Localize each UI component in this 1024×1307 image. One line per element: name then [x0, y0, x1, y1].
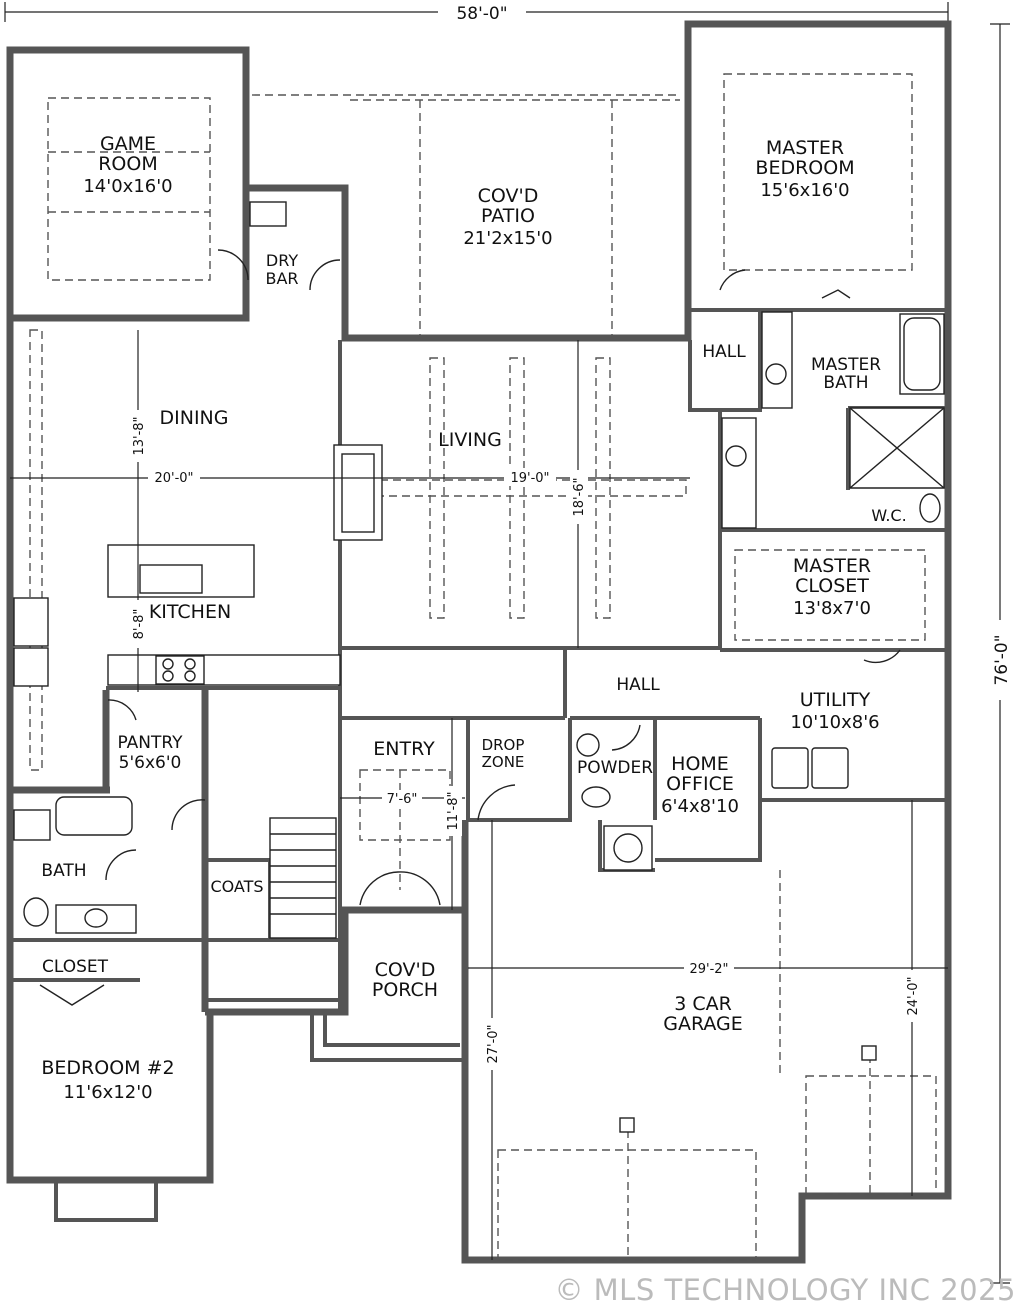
bath-label: BATH — [41, 861, 86, 881]
dry-bar-label-1: DRY — [266, 251, 298, 270]
dining-label: DINING — [160, 407, 229, 429]
drop-zone-label-1: DROP — [482, 736, 525, 754]
master-closet-label-2: CLOSET — [795, 575, 869, 597]
bedroom2-label: BEDROOM #2 — [41, 1057, 174, 1079]
garage-depth-right-label: 24'-0" — [906, 976, 921, 1015]
ceiling-lines — [29, 73, 937, 1261]
entry-width-label: 7'-6" — [387, 792, 418, 807]
powder-label: POWDER — [577, 758, 653, 778]
room-labels: GAME ROOM 14'0x16'0 COV'D PATIO 21'2x15'… — [41, 133, 906, 1103]
overall-depth-label: 76'-0" — [992, 634, 1012, 685]
sink-icon — [139, 564, 203, 594]
garage-label-2: GARAGE — [663, 1013, 743, 1035]
living-label: LIVING — [438, 429, 502, 451]
master-closet-size: 13'8x7'0 — [793, 598, 871, 619]
master-bedroom-size: 15'6x16'0 — [760, 180, 849, 201]
coats-label: COATS — [210, 877, 263, 896]
watermark: © MLS TECHNOLOGY INC 2025 — [554, 1273, 1016, 1307]
dryer-icon — [811, 747, 849, 789]
bedroom2-size: 11'6x12'0 — [63, 1082, 152, 1103]
garage-depth-left-label: 27'-0" — [486, 1024, 501, 1063]
sink-icon — [84, 908, 108, 928]
oven-icon — [13, 647, 49, 687]
dining-depth-label: 13'-8" — [132, 416, 147, 455]
home-office-size: 6'4x8'10 — [661, 796, 739, 817]
pantry-label: PANTRY — [117, 733, 183, 753]
pantry-size: 5'6x6'0 — [119, 753, 182, 773]
home-office-label-2: OFFICE — [666, 773, 734, 795]
game-room-size: 14'0x16'0 — [83, 176, 172, 197]
sink-icon — [765, 363, 787, 385]
game-room-label-1: GAME — [100, 133, 156, 155]
stairs-icon — [269, 817, 337, 939]
range-icon — [155, 655, 205, 685]
master-closet-label-1: MASTER — [793, 555, 871, 577]
garage-width-label: 29'-2" — [689, 962, 728, 977]
refrigerator-icon — [13, 597, 49, 647]
master-bedroom-label-1: MASTER — [766, 137, 844, 159]
living-depth-label: 18'-6" — [572, 477, 587, 516]
closet-label: CLOSET — [42, 957, 109, 977]
room-dimensions: 20'-0" 19'-0" 13'-8" 18'-6" 8'-8" 7'-6" … — [10, 330, 948, 1260]
drop-zone-label-2: ZONE — [482, 753, 525, 771]
kitchen-label: KITCHEN — [149, 601, 231, 623]
fixtures — [13, 201, 945, 1222]
toilet-icon — [23, 897, 49, 927]
dry-bar-label-2: BAR — [265, 269, 298, 288]
washer-icon — [771, 747, 809, 789]
utility-size: 10'10x8'6 — [790, 712, 879, 733]
garage-label-1: 3 CAR — [674, 993, 732, 1015]
entry-label: ENTRY — [373, 738, 435, 760]
patio-label-2: PATIO — [481, 205, 535, 227]
master-bath-label-1: MASTER — [811, 355, 881, 375]
hall-master-label: HALL — [702, 342, 746, 362]
game-room-label-2: ROOM — [98, 153, 158, 175]
sink-icon — [725, 445, 747, 467]
utility-label: UTILITY — [800, 689, 871, 711]
water-heater-icon — [613, 833, 643, 863]
toilet-icon — [919, 493, 941, 523]
entry-depth-label: 11'-8" — [446, 791, 461, 830]
master-bath-label-2: BATH — [823, 373, 868, 393]
porch-label-2: PORCH — [372, 979, 438, 1001]
kitchen-depth-label: 8'-8" — [132, 609, 147, 640]
wc-label: W.C. — [871, 506, 906, 525]
dining-width-label: 20'-0" — [154, 471, 193, 486]
overall-dimensions: 58'-0" 76'-0" — [4, 2, 1012, 1284]
bathtub-icon — [55, 796, 133, 836]
patio-label-1: COV'D — [478, 185, 539, 207]
toilet-icon — [581, 786, 611, 808]
porch-label-1: COV'D — [375, 959, 436, 981]
patio-size: 21'2x15'0 — [463, 228, 552, 249]
master-bedroom-label-2: BEDROOM — [755, 157, 854, 179]
sink-icon — [576, 733, 600, 757]
living-width-label: 19'-0" — [510, 471, 549, 486]
hall-utility-label: HALL — [616, 675, 660, 695]
overall-width-label: 58'-0" — [456, 4, 507, 24]
home-office-label-1: HOME — [671, 753, 729, 775]
